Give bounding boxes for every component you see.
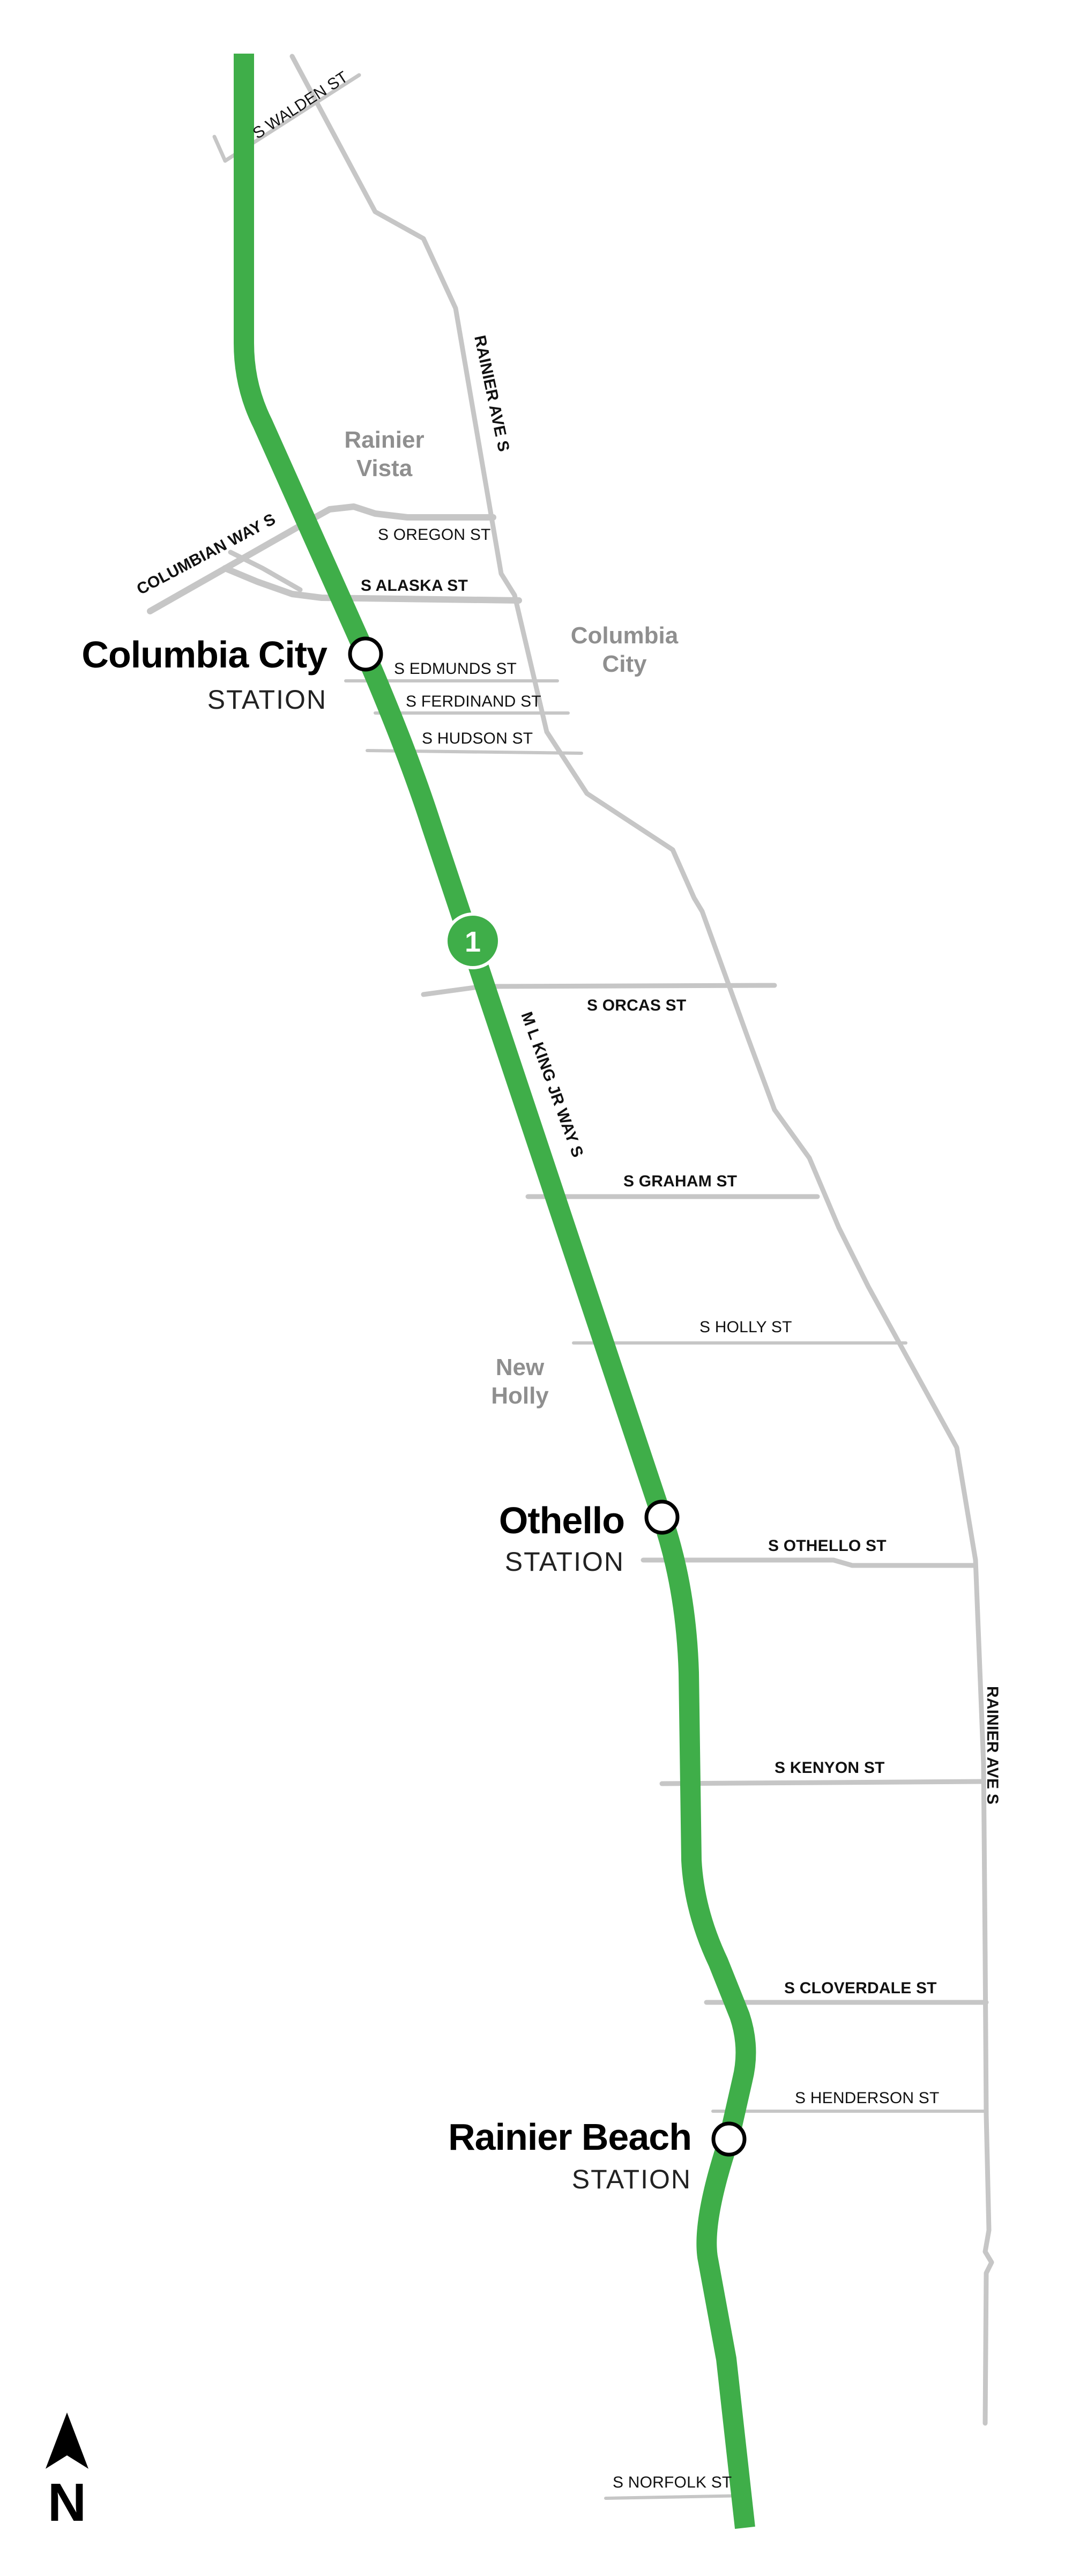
neighborhood-rainier-vista-line1: Rainier [344,427,424,453]
neighborhood-new-holly-line2: Holly [491,1383,549,1409]
label-s-holly: S HOLLY ST [699,1318,792,1336]
street-s-alaska [222,565,522,604]
route-badge-circle [444,912,501,969]
street-s-walden-spur [212,135,227,163]
neighborhood-columbia-city-line2: City [602,651,647,677]
label-s-norfolk: S NORFOLK ST [613,2474,732,2491]
label-s-orcas: S ORCAS ST [587,997,686,1014]
station-sub: STATION [505,1547,624,1577]
station-othello[interactable]: Othello STATION [499,1499,680,1577]
route-badge: 1 [444,912,501,969]
street-s-kenyon [659,1779,986,1786]
label-s-cloverdale: S CLOVERDALE ST [784,1979,937,1997]
station-marker[interactable] [711,2121,747,2157]
route-badge-number: 1 [465,926,481,958]
street-rainier-ave-lower [973,1557,994,2426]
street-rainier-ave-upper [289,54,978,1563]
neighborhood-new-holly-line1: New [496,1354,545,1380]
neighborhood-rainier-vista-line2: Vista [356,455,413,481]
label-s-graham: S GRAHAM ST [623,1172,737,1190]
label-s-alaska: S ALASKA ST [361,577,468,595]
station-marker[interactable] [644,1499,680,1535]
neighborhood-columbia-city-line1: Columbia [571,622,679,649]
station-columbia-city[interactable]: Columbia City STATION [81,634,383,715]
station-name: Rainier Beach [448,2116,691,2158]
station-sub: STATION [207,685,327,715]
neighborhood-labels: Rainier Vista Columbia City New Holly [344,427,678,1409]
label-s-edmunds: S EDMUNDS ST [394,660,517,678]
station-rainier-beach[interactable]: Rainier Beach STATION [448,2116,747,2194]
label-s-hudson: S HUDSON ST [422,730,533,747]
label-rainier-ave-lower: RAINIER AVE S [984,1686,1001,1805]
station-name: Columbia City [81,634,327,675]
station-marker[interactable] [348,636,383,672]
north-letter: N [48,2473,86,2533]
station-name: Othello [499,1499,624,1541]
street-s-norfolk [604,2494,749,2500]
label-s-henderson: S HENDERSON ST [795,2089,940,2107]
north-arrow-icon [46,2412,88,2469]
label-s-othello: S OTHELLO ST [768,1537,887,1555]
street-network [147,54,994,2500]
north-arrow: N [46,2412,88,2533]
street-s-othello [641,1557,978,1568]
label-s-kenyon: S KENYON ST [775,1759,885,1777]
label-columbian-way: COLUMBIAN WAY S [134,510,279,598]
label-s-ferdinand: S FERDINAND ST [406,693,541,710]
station-sub: STATION [572,2164,691,2194]
label-s-walden: S WALDEN ST [250,68,351,143]
street-s-alaska-spur [228,550,303,592]
label-s-oregon: S OREGON ST [378,526,491,544]
